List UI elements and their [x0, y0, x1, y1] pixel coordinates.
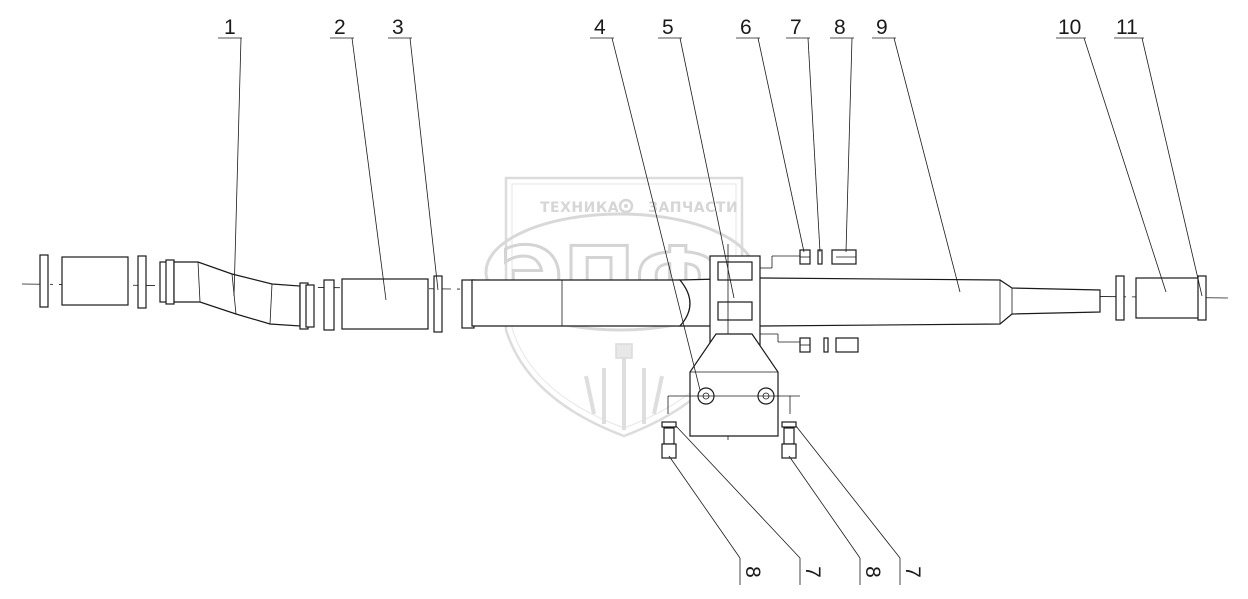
- watermark-brand-right: ЗАПЧАСТИ: [648, 200, 738, 216]
- wheat-icon: [584, 343, 664, 430]
- washer-part-3: [433, 275, 443, 333]
- leader-lines: [218, 37, 1203, 585]
- mounting-plate-part-4: [667, 333, 800, 437]
- callout-2: 2: [334, 16, 346, 39]
- callout-3: 3: [392, 16, 404, 39]
- gear-icon: [618, 198, 634, 214]
- callout-numbers: 1 2 3 4 5 6 7 8 9 10 11 8 7 8 7: [224, 16, 1138, 578]
- callout-1: 1: [224, 16, 236, 39]
- left-flange-washer-2: [137, 255, 147, 309]
- callout-7-bottom-a: 7: [801, 566, 824, 578]
- right-coupling-part-10: [1135, 277, 1201, 319]
- right-washer-part-11: [1197, 275, 1207, 321]
- callout-8-bottom-a: 8: [741, 566, 764, 578]
- bent-pipe-part-1: [159, 259, 315, 330]
- left-flange-washer: [39, 254, 49, 308]
- callout-9: 9: [876, 16, 888, 39]
- callout-4: 4: [594, 16, 606, 39]
- callout-10: 10: [1058, 16, 1081, 39]
- vertical-bolt-left: [661, 421, 677, 459]
- shaft-left-section: [461, 279, 691, 329]
- callout-11: 11: [1116, 16, 1138, 39]
- right-washer-1: [1115, 275, 1125, 321]
- callout-7: 7: [790, 16, 802, 39]
- bottom-bolt-assembly: [799, 337, 859, 353]
- callout-8-bottom-b: 8: [861, 566, 884, 578]
- main-shaft-part-9: [678, 277, 1101, 327]
- callout-8: 8: [834, 16, 846, 39]
- bearing-bracket-part-5: [709, 244, 800, 440]
- left-coupling-sleeve: [61, 256, 129, 306]
- watermark-brand-left: ТЕХНИКА: [540, 200, 619, 216]
- callout-5: 5: [662, 16, 674, 39]
- callout-6: 6: [740, 16, 752, 39]
- top-bolt-assembly: [799, 249, 857, 265]
- vertical-bolt-right: [781, 421, 797, 459]
- callout-7-bottom-b: 7: [901, 566, 924, 578]
- sleeve-part-2: [323, 278, 429, 331]
